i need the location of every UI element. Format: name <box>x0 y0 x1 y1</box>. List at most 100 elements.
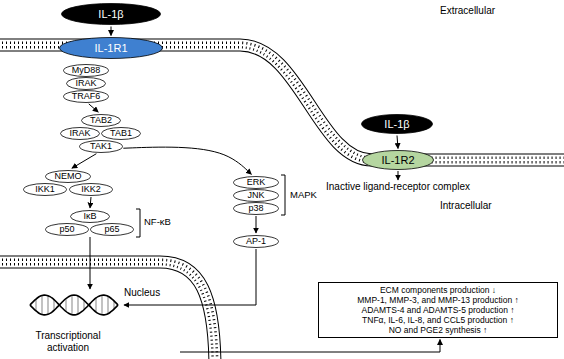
protein-oval: IκB <box>70 210 110 223</box>
oval-shape <box>102 127 141 139</box>
protein-oval: TAB2 <box>81 114 121 127</box>
node-text: p38 <box>233 202 279 215</box>
node-text: AP-1 <box>233 235 279 248</box>
dna-rung <box>108 296 109 314</box>
node-text: IL-1R2 <box>362 150 434 170</box>
node-text: IKK1 <box>23 183 67 196</box>
oval-shape <box>62 4 161 25</box>
membrane-lipids <box>0 45 564 160</box>
dna-rung <box>36 299 37 311</box>
oval-shape <box>24 183 67 195</box>
bracket <box>136 209 140 237</box>
membrane-fill <box>0 262 215 359</box>
receptor-oval: IL-1R1 <box>59 37 163 59</box>
membrane-lipids <box>0 262 215 359</box>
protein-oval: IKK1 <box>23 183 67 196</box>
node-text: MyD88 <box>63 64 109 77</box>
protein-oval: IRAK <box>60 127 100 140</box>
node-text: TAB2 <box>81 114 121 127</box>
effects-box: ECM components production ↓MMP-1, MMP-3,… <box>318 282 558 338</box>
arrow <box>124 249 256 305</box>
membrane-edge <box>0 45 564 160</box>
cell-membrane <box>0 45 564 160</box>
oval-shape <box>70 183 113 195</box>
complex-label: MAPK <box>290 189 317 200</box>
node-text: IRAK <box>60 127 100 140</box>
oval-shape <box>82 114 121 126</box>
oval-shape <box>46 223 89 235</box>
oval-shape <box>363 151 434 170</box>
protein-oval: AP-1 <box>233 235 279 248</box>
dna-rung <box>48 296 49 315</box>
membrane-edge <box>0 262 215 359</box>
node-text: ERK <box>233 176 279 189</box>
node-text: IRAK <box>66 77 106 90</box>
dna-rung <box>42 295 43 314</box>
arrow-connector <box>123 147 251 174</box>
oval-shape <box>60 38 163 59</box>
ligand-oval: IL-1β <box>61 3 161 25</box>
protein-oval: p65 <box>90 223 134 236</box>
node-text: NO and PGE2 synthesis ↑ <box>324 325 552 335</box>
node-text: ECM components production ↓ <box>324 285 552 295</box>
dna-rung <box>78 296 79 314</box>
arrow-connector <box>111 27 112 36</box>
oval-shape <box>61 127 100 139</box>
dna-rung <box>96 298 97 312</box>
protein-oval: JNK <box>233 189 279 202</box>
oval-shape <box>91 223 134 235</box>
membrane-core <box>0 45 564 160</box>
oval-shape <box>80 140 123 152</box>
node-text: MMP-1, MMP-3, and MMP-13 production ↑ <box>324 295 552 305</box>
region-label: Nucleus <box>124 287 160 299</box>
node-text: IL-1R1 <box>59 37 163 59</box>
arrow-connector <box>256 216 257 233</box>
oval-shape <box>234 189 279 201</box>
node-text: p50 <box>45 223 89 236</box>
protein-oval: ERK <box>233 176 279 189</box>
membrane-core <box>0 262 215 359</box>
protein-oval: TRAF6 <box>63 90 109 103</box>
arrow-connector <box>90 197 91 208</box>
node-text: NEMO <box>45 170 91 183</box>
oval-shape <box>67 77 106 89</box>
region-label: Intracellular <box>440 200 492 212</box>
membrane-fill <box>0 45 564 160</box>
arrow <box>180 340 440 353</box>
arrow-connector <box>397 136 398 149</box>
node-text: IKK2 <box>69 183 113 196</box>
node-text: IL-1β <box>361 114 433 134</box>
protein-oval: NEMO <box>45 170 91 183</box>
node-text: TAB1 <box>101 127 141 140</box>
complex-label: NF-κB <box>144 216 171 227</box>
oval-shape <box>64 64 109 76</box>
ligand-oval: IL-1β <box>361 114 433 134</box>
arrow-group <box>180 340 440 353</box>
arrow-connector <box>89 104 98 112</box>
protein-oval: p38 <box>233 202 279 215</box>
arrow <box>398 171 399 180</box>
dna-rung <box>72 295 73 315</box>
nuclear-membrane <box>0 262 215 359</box>
dna-strand <box>30 295 118 315</box>
dna-rung <box>102 295 103 315</box>
node-text: p65 <box>90 223 134 236</box>
oval-shape <box>234 202 279 214</box>
oval-shape <box>46 170 91 182</box>
oval-shape <box>64 90 109 102</box>
node-text: TNFα, IL-6, IL-8, and CCL5 production ↑ <box>324 315 552 325</box>
protein-oval: p50 <box>45 223 89 236</box>
node-text: TAK1 <box>79 140 123 153</box>
bracket <box>281 175 285 215</box>
dna-helix <box>30 295 118 315</box>
node-text: TRAF6 <box>63 90 109 103</box>
oval-shape <box>234 235 279 247</box>
process-label: Transcriptional activation <box>18 330 118 354</box>
arrow <box>90 237 91 289</box>
node-text: ADAMTS-4 and ADAMTS-5 production ↑ <box>324 305 552 315</box>
oval-shape <box>234 176 279 188</box>
oval-shape <box>362 115 433 134</box>
protein-oval: IKK2 <box>69 183 113 196</box>
node-text: IL-1β <box>61 3 161 25</box>
region-label: Extracellular <box>440 5 495 17</box>
